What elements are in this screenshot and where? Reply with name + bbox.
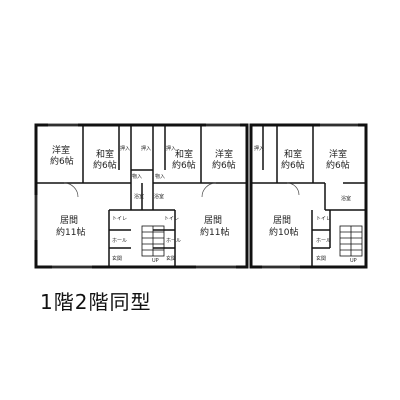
unit2-labels: 押入 和室 約6帖 洋室 約6帖 浴室 居間 約10帖 トイレ ホール 玄関 U…	[254, 145, 357, 264]
oshiire-left-1: 押入	[120, 145, 130, 152]
washitsu-u2-label: 和室	[284, 148, 302, 160]
washitsu-u2-size: 約6帖	[281, 159, 305, 171]
stairs	[141, 225, 363, 257]
kyoma-mid-label: 居間	[204, 215, 222, 226]
unit1-labels: 洋室 約6帖 和室 約6帖 押入 押入 物入 浴室 浴室 トイレ ホール 玄関 …	[50, 144, 164, 264]
youshitsu-left-label: 洋室	[52, 144, 70, 156]
yokushitsu-right: 浴室	[154, 193, 164, 200]
monoire-left: 物入	[132, 173, 142, 180]
kyoma-u2-size: 約10帖	[269, 226, 298, 238]
yokushitsu-u2: 浴室	[341, 195, 351, 202]
kyoma-mid-size: 約11帖	[200, 226, 229, 238]
genkan-mid: 玄関	[166, 255, 176, 262]
hall-u2: ホール	[316, 238, 331, 244]
genkan-left: 玄関	[112, 255, 122, 262]
hall-mid: ホール	[166, 238, 181, 244]
toilet-left: トイレ	[112, 216, 127, 222]
up-left: UP	[152, 258, 159, 264]
washitsu-left-label: 和室	[96, 148, 114, 160]
up-u2: UP	[350, 258, 357, 264]
yokushitsu-left: 浴室	[134, 193, 144, 200]
youshitsu-mid-label: 洋室	[215, 148, 233, 160]
unit1-right-labels: 物入 押入 和室 約6帖 洋室 約6帖 トイレ ホール 玄関 居間 約11帖	[155, 145, 236, 262]
toilet-mid: トイレ	[164, 216, 179, 222]
kyoma-left-label: 居間	[60, 215, 78, 226]
washitsu-mid-label: 和室	[175, 148, 193, 160]
kyoma-left-size: 約11帖	[56, 226, 85, 238]
outer-walls	[34, 123, 368, 269]
oshiire-left-2: 押入	[141, 145, 151, 152]
hall-left: ホール	[112, 238, 127, 244]
oshiire-u2: 押入	[254, 145, 264, 152]
youshitsu-mid-size: 約6帖	[212, 159, 236, 171]
kyoma-u2-label: 居間	[273, 215, 291, 226]
windows	[34, 123, 358, 269]
youshitsu-left-size: 約6帖	[50, 155, 74, 167]
genkan-u2: 玄関	[316, 255, 326, 262]
interior-walls	[36, 125, 366, 267]
youshitsu-u2-label: 洋室	[329, 148, 347, 160]
door-swings	[63, 182, 300, 198]
youshitsu-u2-size: 約6帖	[326, 159, 350, 171]
monoire-mid: 物入	[155, 173, 165, 180]
floor-note: 1階2階同型	[40, 290, 152, 314]
toilet-u2: トイレ	[316, 216, 331, 222]
washitsu-left-size: 約6帖	[93, 159, 117, 171]
washitsu-mid-size: 約6帖	[172, 159, 196, 171]
oshiire-mid: 押入	[166, 145, 176, 152]
